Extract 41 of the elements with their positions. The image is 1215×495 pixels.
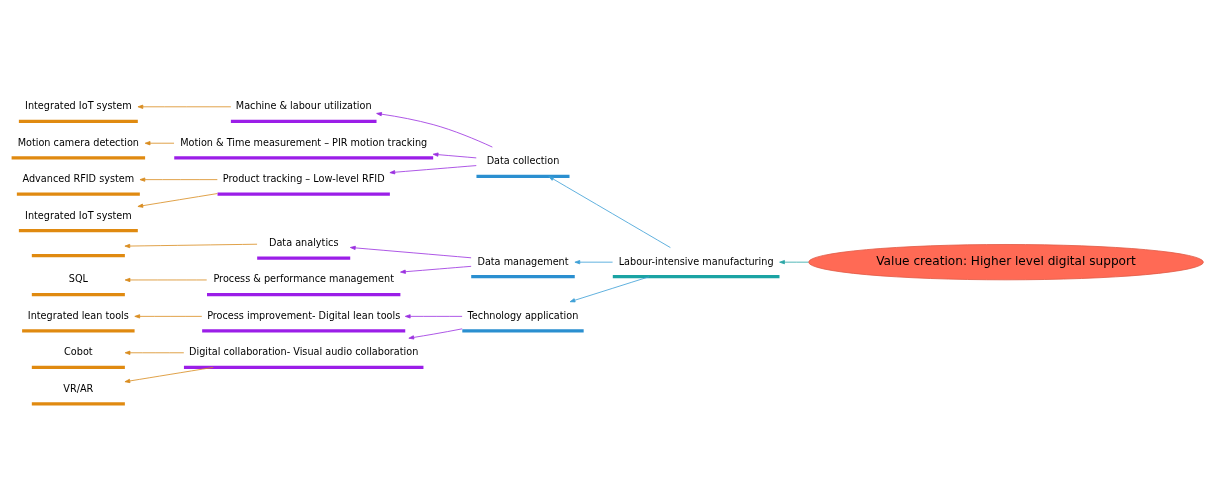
node-text: Integrated IoT system [25,99,132,111]
arrow [124,366,214,383]
arrow [350,245,472,258]
arrow [574,259,613,264]
arrow [144,140,175,145]
arrow [134,313,203,318]
node-text: Digital collaboration- Visual audio collaboration [189,345,419,357]
node-text: Motion & Time measurement – PIR motion tracking [180,136,428,148]
arrow [408,327,463,339]
arrow [569,275,650,302]
arrow [548,175,671,248]
node-text: Product tracking – Low-level RFID [222,172,385,184]
node-text: Labour-intensive manufacturing [618,255,774,267]
arrow [124,277,208,282]
arrow [124,350,185,355]
arrow [389,164,477,174]
node-text: Cobot [64,345,93,357]
arrow [400,265,472,274]
arrow [376,111,493,147]
node-text: Motion camera detection [17,136,140,148]
arrow [404,313,463,318]
node-text: Technology application [467,309,579,321]
node-text: Advanced RFID system [22,172,135,184]
node-text: VR/AR [63,382,94,394]
arrow [139,177,218,182]
node-text: Data collection [486,154,560,166]
arrow [124,243,258,248]
node-text: Integrated IoT system [25,209,132,221]
arrow [137,104,232,109]
arrow [432,152,477,158]
node-text: Process & performance management [213,272,394,284]
node-ellipse: Value creation: Higher level digital support [808,243,1204,280]
node-text: Data analytics [268,236,339,248]
node-text: Data management [477,255,569,267]
arrow [779,259,809,264]
node-text: Integrated lean tools [27,309,129,321]
arrow [137,192,218,208]
node-text: Machine & labour utilization [235,99,372,111]
node-bar [31,253,125,257]
node-text: Process improvement- Digital lean tools [207,309,401,321]
node-text: SQL [68,272,88,284]
